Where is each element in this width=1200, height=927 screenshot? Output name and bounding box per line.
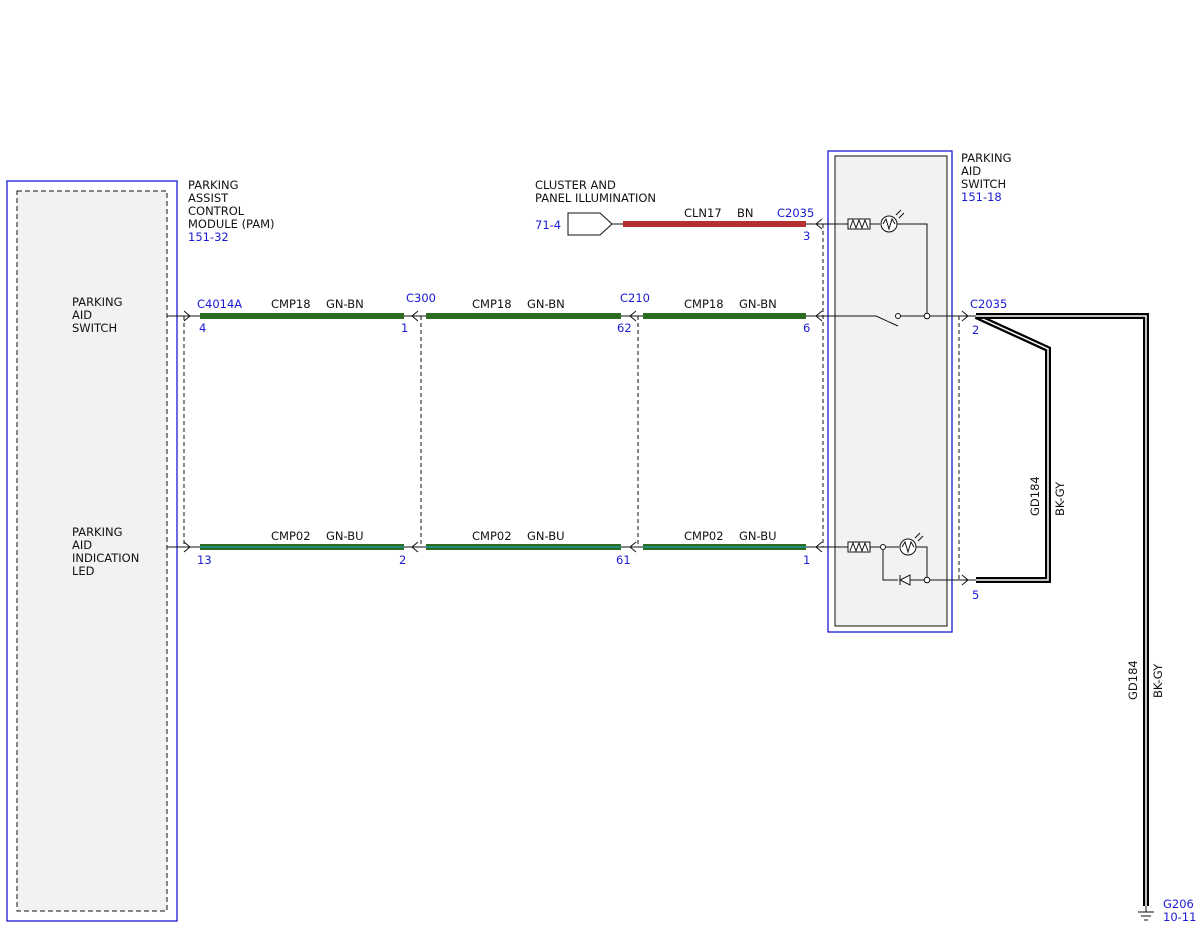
illumination-connector: C2035 — [777, 206, 814, 220]
c300-connector-label: C300 — [406, 291, 436, 305]
ground-loop-circuit: GD184 — [1028, 476, 1042, 516]
illumination-internal-wire — [897, 223, 928, 316]
ground-main-wire-core — [976, 315, 1147, 906]
connector-chevron — [411, 541, 419, 553]
led-return-wire — [916, 546, 928, 578]
switch-module-ref: 151-18 — [961, 190, 1002, 204]
ground-symbol-icon — [1138, 906, 1154, 921]
illumination-label: CLUSTER AND PANEL ILLUMINATION — [535, 178, 656, 205]
ground-pin-2: 2 — [972, 323, 979, 337]
pam-pin-label-line: SWITCH — [72, 321, 117, 335]
lower-seg-3-color: GN-BU — [739, 529, 777, 543]
ground-wiring: GD184 BK-GY GD184 BK-GY G206 10-11 — [974, 313, 1196, 924]
pam-module-body — [16, 190, 168, 912]
upper-seg-2-circuit: CMP18 — [472, 297, 512, 311]
switch-right-connector-label: C2035 — [970, 297, 1007, 311]
pam-connector-label: C4014A — [197, 297, 242, 311]
pam-module-ref: 151-32 — [188, 230, 229, 244]
junction-dot — [923, 576, 931, 584]
connector-chevron — [815, 310, 823, 322]
junction-dot — [880, 544, 886, 550]
pam-pin-label-line: LED — [72, 564, 95, 578]
upper-seg-3-color: GN-BN — [739, 297, 777, 311]
ground-loop-wire-core — [975, 315, 1049, 581]
upper-seg-1-circuit: CMP18 — [271, 297, 311, 311]
illumination-label-line: CLUSTER AND — [535, 178, 616, 192]
ground-loop-wire — [974, 313, 1051, 583]
switch-module-name: PARKING AID SWITCH — [961, 151, 1015, 191]
upper-pin-switch: 6 — [803, 321, 810, 335]
lower-circuit: 13 CMP02 GN-BU 2 CMP02 GN-BU 61 CMP02 GN… — [167, 529, 979, 602]
illumination-circuit: CLN17 — [684, 206, 722, 220]
ground-main-color: BK-GY — [1151, 663, 1165, 698]
connector-chevron — [183, 310, 191, 322]
upper-circuit: C4014A 4 CMP18 GN-BN C300 1 CMP18 GN-BN … — [167, 291, 1007, 337]
connector-chevron — [961, 310, 969, 322]
pam-pin-label-line: AID — [72, 538, 92, 552]
pam-name-line: MODULE (PAM) — [188, 217, 275, 231]
connector-chevron — [411, 310, 419, 322]
connector-chevron — [183, 541, 191, 553]
switch-name-line: SWITCH — [961, 177, 1006, 191]
connector-chevron — [815, 218, 823, 230]
lower-pin-c300: 2 — [399, 553, 406, 567]
ground-main-circuit: GD184 — [1126, 660, 1140, 700]
pam-pin-label-line: AID — [72, 308, 92, 322]
resistor-zigzag — [849, 218, 869, 230]
lower-seg-1-color: GN-BU — [326, 529, 364, 543]
upper-seg-3-circuit: CMP18 — [684, 297, 724, 311]
upper-pin-c300: 1 — [401, 321, 408, 335]
connector-chevron — [629, 541, 637, 553]
upper-seg-1-color: GN-BN — [326, 297, 364, 311]
illumination-label-line: PANEL ILLUMINATION — [535, 191, 656, 205]
illumination-source-connector — [567, 212, 613, 236]
upper-pin-c210: 62 — [617, 321, 632, 335]
pam-name-line: ASSIST — [188, 191, 229, 205]
lower-pin-switch: 1 — [803, 553, 810, 567]
ground-loop-color: BK-GY — [1053, 481, 1067, 516]
connector-housings — [183, 224, 960, 580]
ground-main-wire — [976, 313, 1149, 906]
connector-chevron — [815, 541, 823, 553]
lower-seg-3-circuit: CMP02 — [684, 529, 724, 543]
lower-seg-2-color: GN-BU — [527, 529, 565, 543]
lower-pin-c210: 61 — [616, 553, 631, 567]
lower-seg-2-circuit: CMP02 — [472, 529, 512, 543]
pam-module: PARKING ASSIST CONTROL MODULE (PAM) 151-… — [6, 178, 275, 922]
pam-name-line: PARKING — [188, 178, 239, 192]
ground-ref: 10-11 — [1163, 910, 1196, 924]
resistor-zigzag — [849, 541, 869, 553]
pam-module-name: PARKING ASSIST CONTROL MODULE (PAM) — [188, 178, 275, 231]
illumination-ref: 71-4 — [535, 218, 561, 232]
lower-pin-pam: 13 — [197, 553, 212, 567]
pam-pin-label-line: INDICATION — [72, 551, 139, 565]
switch-module-outline — [827, 150, 953, 633]
upper-pin-pam: 4 — [199, 321, 206, 335]
pam-pin-label-switch: PARKING AID SWITCH — [72, 295, 126, 335]
pam-pin-label-led: PARKING AID INDICATION LED — [72, 525, 143, 578]
switch-name-line: AID — [961, 164, 981, 178]
pam-name-line: CONTROL — [188, 204, 245, 218]
pam-pin-label-line: PARKING — [72, 295, 123, 309]
connector-chevron — [961, 574, 969, 586]
connector-chevron — [629, 310, 637, 322]
diode-branch-wire — [882, 550, 898, 581]
upper-seg-2-color: GN-BN — [527, 297, 565, 311]
ground-pin-5: 5 — [972, 588, 979, 602]
pam-pin-label-line: PARKING — [72, 525, 123, 539]
c210-connector-label: C210 — [620, 291, 650, 305]
switch-name-line: PARKING — [961, 151, 1012, 165]
lower-seg-1-circuit: CMP02 — [271, 529, 311, 543]
illumination-pin: 3 — [803, 229, 810, 243]
pam-module-outline — [6, 180, 178, 922]
illumination-wire-color: BN — [737, 206, 754, 220]
ground-name: G206 — [1163, 897, 1194, 911]
illumination-feed: CLUSTER AND PANEL ILLUMINATION 71-4 CLN1… — [535, 178, 928, 316]
